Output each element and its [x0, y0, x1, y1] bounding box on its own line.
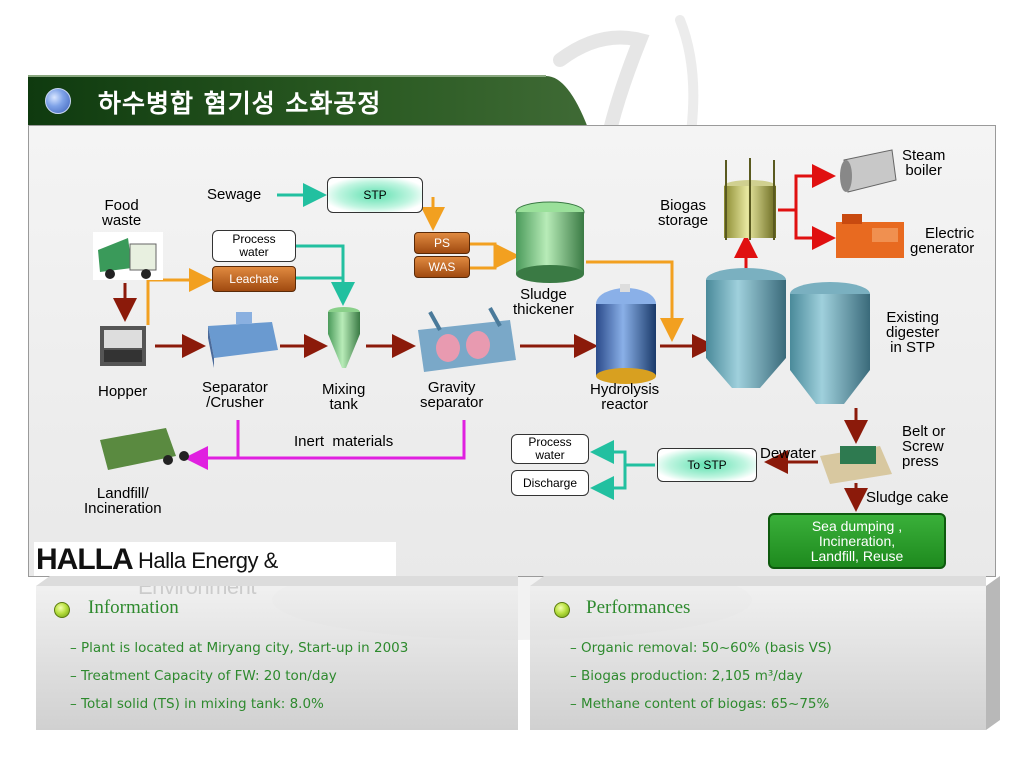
sludge-thickener-icon [515, 201, 585, 283]
label-hydrolysis-reactor: Hydrolysis reactor [590, 381, 660, 413]
title-bar [28, 75, 588, 128]
label-mixing-tank: Mixing tank [322, 381, 366, 413]
digester-tank-1-icon [706, 268, 786, 388]
label-hopper: Hopper [98, 383, 148, 400]
food-waste-truck-icon [93, 232, 163, 280]
label-dewater: Dewater [760, 445, 816, 462]
label-separator-crusher: Separator /Crusher [202, 379, 268, 411]
performance-item: – Methane content of biogas: 65~75% [570, 696, 830, 712]
title-bullet-icon [45, 88, 71, 114]
label-steam-boiler: Steam boiler [902, 147, 946, 179]
arrow-process-water-to-mixing [296, 244, 355, 306]
label-sewage: Sewage [207, 186, 262, 203]
disposal-box: Sea dumping , Incineration, Landfill, Re… [768, 513, 946, 569]
arrow-storage-to-boiler [778, 164, 836, 212]
info-item: – Treatment Capacity of FW: 20 ton/day [70, 668, 337, 684]
steam-boiler-icon [840, 149, 897, 193]
arrow-thickener-to-digester [586, 260, 684, 342]
separator-crusher-icon [208, 312, 278, 368]
halla-logo-mark: HALLA [36, 543, 134, 576]
label-existing-digester: Existing digester in STP [886, 309, 940, 356]
gravity-separator-icon [418, 307, 516, 372]
label-food-waste: Food waste [102, 197, 142, 229]
ps-box: PS [414, 232, 470, 254]
label-electric-generator: Electric generator [910, 225, 975, 257]
info-panel-left: Information – Plant is located at Miryan… [36, 582, 518, 732]
arrow-ps-to-thickener [470, 242, 520, 268]
info-item: – Plant is located at Miryang city, Star… [70, 640, 409, 656]
label-landfill: Landfill/ Incineration [84, 485, 162, 517]
performance-heading: Performances [586, 597, 691, 618]
label-biogas-storage: Biogas storage [658, 197, 709, 229]
arrow-storage-to-generator [794, 210, 836, 250]
page-title: 하수병합 혐기성 소화공정 [98, 89, 382, 118]
belt-press-icon [820, 446, 892, 484]
landfill-container-icon [100, 428, 189, 470]
arrow-inert-materials-2 [184, 420, 466, 470]
process-water-top-box: Process water [212, 230, 296, 262]
discharge-box: Discharge [511, 470, 589, 496]
biogas-storage-icon [724, 158, 776, 240]
leachate-box: Leachate [212, 266, 296, 292]
hopper-icon [100, 326, 146, 366]
mixing-tank-icon [328, 307, 360, 368]
performance-bullet-icon [554, 602, 570, 618]
arrow-was-to-thickener [470, 256, 497, 270]
performance-item: – Biogas production: 2,105 m³/day [570, 668, 803, 684]
label-sludge-thickener: Sludge thickener [513, 286, 574, 318]
performance-item: – Organic removal: 50~60% (basis VS) [570, 640, 832, 656]
stp-box: STP [327, 177, 423, 213]
info-bullet-icon [54, 602, 70, 618]
hydrolysis-reactor-icon [596, 284, 656, 384]
label-sludge-cake: Sludge cake [866, 489, 949, 506]
to-stp-box: To STP [657, 448, 757, 482]
process-water-bottom-box: Process water [511, 434, 589, 464]
was-box: WAS [414, 256, 470, 278]
info-item: – Total solid (TS) in mixing tank: 8.0% [70, 696, 324, 712]
arrow-tostp-to-discharge [590, 465, 627, 500]
arrow-tostp-to-process-water [590, 440, 655, 467]
label-gravity-separator: Gravity separator [420, 379, 484, 411]
label-belt-press: Belt or Screw press [902, 423, 946, 470]
digester-tank-2-icon [790, 282, 870, 404]
info-heading: Information [88, 597, 179, 618]
electric-generator-icon [836, 214, 904, 258]
label-inert-materials: Inert materials [294, 433, 394, 450]
info-panel-right: Performances – Organic removal: 50~60% (… [530, 582, 986, 732]
